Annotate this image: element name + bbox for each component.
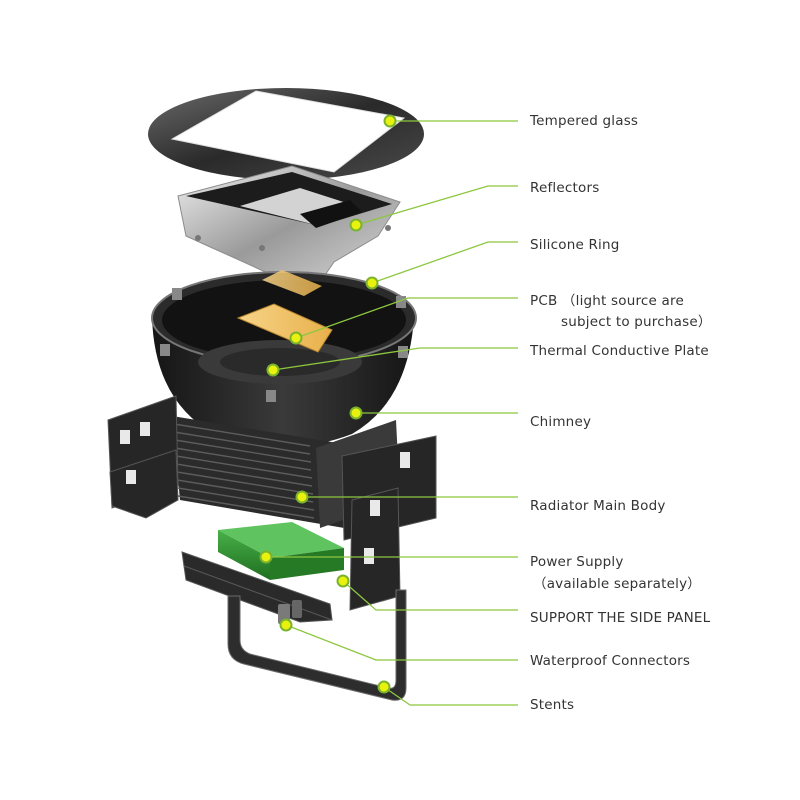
side-panel-part bbox=[107, 395, 437, 611]
leader-pcb bbox=[295, 297, 518, 339]
leader-lines bbox=[266, 120, 518, 706]
label-pcb-line2: subject to purchase） bbox=[561, 314, 712, 330]
dot-pcb bbox=[289, 331, 303, 345]
radiator-part bbox=[172, 416, 400, 530]
label-tempered-glass: Tempered glass bbox=[530, 113, 639, 129]
leader-support-panel bbox=[342, 580, 518, 611]
dot-thermal-plate bbox=[266, 363, 280, 377]
label-power-supply: Power Supply （available separately） bbox=[530, 554, 701, 592]
dot-waterproof bbox=[279, 618, 293, 632]
tempered-glass-part bbox=[148, 88, 424, 180]
dot-stents bbox=[377, 680, 391, 694]
label-chimney: Chimney bbox=[530, 414, 592, 430]
label-silicone-ring: Silicone Ring bbox=[530, 237, 620, 253]
dot-tempered-glass bbox=[383, 114, 397, 128]
label-waterproof: Waterproof Connectors bbox=[530, 653, 691, 669]
dot-support-panel bbox=[336, 574, 350, 588]
label-power-line2: （available separately） bbox=[533, 576, 701, 592]
leader-reflectors bbox=[355, 185, 518, 226]
label-stents: Stents bbox=[530, 697, 575, 713]
label-power-line1: Power Supply bbox=[530, 554, 624, 570]
dot-silicone-ring bbox=[365, 276, 379, 290]
label-thermal-plate: Thermal Conductive Plate bbox=[530, 343, 709, 359]
leader-thermal-plate bbox=[272, 347, 518, 371]
dot-radiator bbox=[295, 490, 309, 504]
chimney-part bbox=[151, 271, 417, 447]
label-pcb: PCB （light source are subject to purchas… bbox=[530, 289, 712, 330]
callout-dots bbox=[259, 114, 397, 694]
power-supply-part bbox=[218, 522, 344, 580]
leader-stents bbox=[383, 686, 518, 706]
leader-waterproof bbox=[285, 624, 518, 661]
dot-reflectors bbox=[349, 218, 363, 232]
dot-power-supply bbox=[259, 550, 273, 564]
label-reflectors: Reflectors bbox=[530, 180, 600, 196]
reflectors-part bbox=[177, 165, 401, 289]
label-radiator: Radiator Main Body bbox=[530, 498, 666, 514]
label-pcb-line1: PCB （light source are bbox=[530, 293, 684, 309]
label-support-panel: SUPPORT THE SIDE PANEL bbox=[530, 610, 711, 626]
leader-silicone-ring bbox=[371, 241, 518, 284]
dot-chimney bbox=[349, 406, 363, 420]
